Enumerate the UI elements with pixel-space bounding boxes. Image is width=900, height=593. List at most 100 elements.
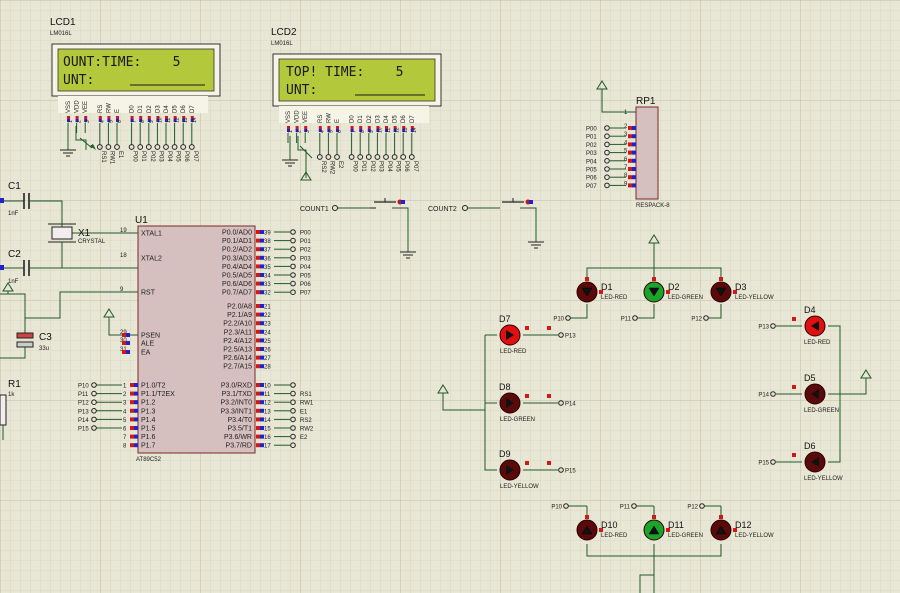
mcu-pinnum-p2-2: 23 (264, 322, 271, 328)
led-pin-mark (599, 528, 603, 532)
mcu-pinnum-p0-5: 34 (264, 274, 271, 280)
c3-wire-bottom (0, 347, 26, 359)
mcu-pin-p3-7: P3.7/RD (226, 443, 252, 450)
led-pin-mark (652, 515, 656, 519)
mcu-pin-p0-7: P0.7/AD7 (222, 290, 252, 297)
mcu-u1[interactable]: U1 AT89C52 XTAL119XTAL218RST9PSEN29ALE30… (78, 215, 314, 463)
led-net-term (699, 503, 705, 509)
lcd-power-wiring (60, 126, 313, 181)
led-pin-mark (719, 277, 723, 281)
mcu-pinnum-p0-0: 39 (264, 231, 271, 237)
mcu-pinnum-p1-5: 6 (123, 427, 127, 433)
reset-wire (0, 293, 26, 333)
lcd1-pins-pin-red-11 (173, 116, 177, 119)
lcd1-pins-net-13: P07 (192, 151, 198, 162)
c3-ref: C3 (39, 332, 52, 343)
mcu-p3-term (290, 408, 296, 414)
lcd1-pins-term-4 (105, 144, 112, 150)
mcu-pin-p3-5: P3.5/T1 (227, 426, 252, 433)
lcd2-pins-name-5: E (335, 119, 341, 123)
mcu-pin-p1-5: P1.5 (141, 426, 156, 433)
lcd1-pins-net-3: RS1 (100, 151, 106, 163)
c2-pin (0, 265, 4, 270)
rp1-net-0: P00 (586, 127, 597, 133)
lcd1-pins-name-12: D6 (181, 105, 187, 113)
mcu-pin-mark (256, 400, 260, 405)
mcu-pin-mark (256, 290, 260, 295)
lcd2-pins-pin-red-4 (327, 126, 331, 129)
lcd1-pins-name-0: VSS (66, 101, 72, 113)
rp1-pin-mark (628, 150, 632, 155)
rp1-pinnum-1: 2 (624, 124, 628, 130)
mcu-pin-mark (260, 281, 264, 286)
mcu-pin-mark (256, 230, 260, 234)
lcd2-pins-pin-blue-9 (376, 129, 380, 132)
led-pin-mark (792, 453, 796, 457)
led-pin-mark (525, 326, 529, 330)
mcu-p3-net-1: RS1 (300, 392, 312, 398)
rp1-net-1: P01 (586, 135, 597, 141)
mcu-pinnum-p0-2: 37 (264, 248, 271, 254)
lcd1-pins-net-10: P04 (166, 151, 172, 162)
lcd1-pins-name-9: D3 (155, 105, 161, 113)
rp1-pin-mark (628, 134, 632, 139)
lcd1-pins-pin-red-3 (98, 116, 102, 119)
mcu-pin-mark (260, 443, 264, 448)
button-count2[interactable]: COUNT2 (428, 198, 544, 249)
mcu-pinnum-p3-2: 12 (264, 401, 271, 407)
lcd1-pins-num-3: 4 (100, 120, 106, 123)
lcd1-pins-pin-blue-3 (98, 119, 102, 122)
led-ref: D3 (735, 282, 747, 292)
lcd2-pins-name-7: D1 (358, 115, 364, 123)
mcu-p3-term (290, 399, 296, 406)
lcd2-pins-num-3: 4 (320, 130, 326, 133)
mcu-pinnum-p3-6: 16 (264, 435, 271, 441)
led-pin-mark (652, 277, 656, 281)
lcd1-pins-pin-blue-5 (116, 119, 119, 122)
button-count1[interactable]: COUNT1 (300, 198, 416, 259)
lcd1-pins-pin-red-9 (156, 116, 160, 119)
rp1-pin-mark (632, 158, 636, 163)
lcd2-pins-term-7 (357, 154, 364, 160)
lcd1-pins-pin-red-8 (147, 116, 151, 119)
lcd1-pins-pin-red-2 (84, 116, 88, 119)
lcd2[interactable]: LCD2 LM016L TOP! TIME: 5 UNT: VSS1VDD2VE… (271, 27, 442, 175)
rp1-pin-mark (632, 150, 636, 155)
lcd1-pins-pin-red-6 (130, 116, 134, 119)
mcu-p1-net-4: P14 (78, 418, 89, 424)
lcd1-pins-term-5 (114, 144, 120, 150)
lcd1-pins-pin-red-10 (165, 116, 168, 119)
mcu-p3-net-5: RW2 (300, 427, 314, 433)
mcu-pinnum-p1-0: 1 (123, 384, 127, 390)
mcu-p0-net-1: P01 (300, 239, 311, 245)
lcd2-pins-pin-red-3 (318, 126, 322, 129)
lcd1-pins-pin-red-7 (139, 116, 143, 119)
lcd2-pins-term-5 (334, 154, 340, 160)
mcu-p1-net-5: P15 (78, 427, 89, 433)
mcu-p3-term (290, 390, 296, 397)
mcu-pin-mark (256, 443, 260, 448)
mcu-pinnum-p1-3: 4 (123, 409, 127, 415)
lcd1-pins-num-4: 5 (108, 120, 114, 123)
rp1-pinnum-3: 4 (624, 140, 628, 146)
mcu-pin-mark (130, 391, 134, 396)
led-pin-mark (525, 461, 529, 465)
lcd2-pins-name-3: RS (318, 115, 324, 123)
mcu-p3-term (290, 442, 296, 449)
rp1-pin-mark (632, 183, 636, 188)
lcd2-pins-term-10 (383, 154, 389, 160)
mcu-p3-term (290, 382, 296, 388)
led-pin-mark (525, 394, 529, 398)
rp1-net-2: P02 (586, 143, 597, 149)
mcu-p3-net-3: E1 (300, 409, 308, 415)
lcd1[interactable]: LCD1 LM016L OUNT:TIME: 5 UNT: VSS1VDD2VE… (50, 17, 221, 165)
lcd2-pins-net-13: P07 (412, 161, 418, 172)
lcd1-pins-term-12 (180, 144, 187, 150)
mcu-pinnum-p1-6: 7 (123, 435, 127, 441)
mcu-pin-p2-0: P2.0/A8 (227, 304, 252, 311)
mcu-pin-p0-5: P0.5/AD5 (222, 273, 252, 280)
mcu-model: AT89C52 (136, 457, 162, 463)
